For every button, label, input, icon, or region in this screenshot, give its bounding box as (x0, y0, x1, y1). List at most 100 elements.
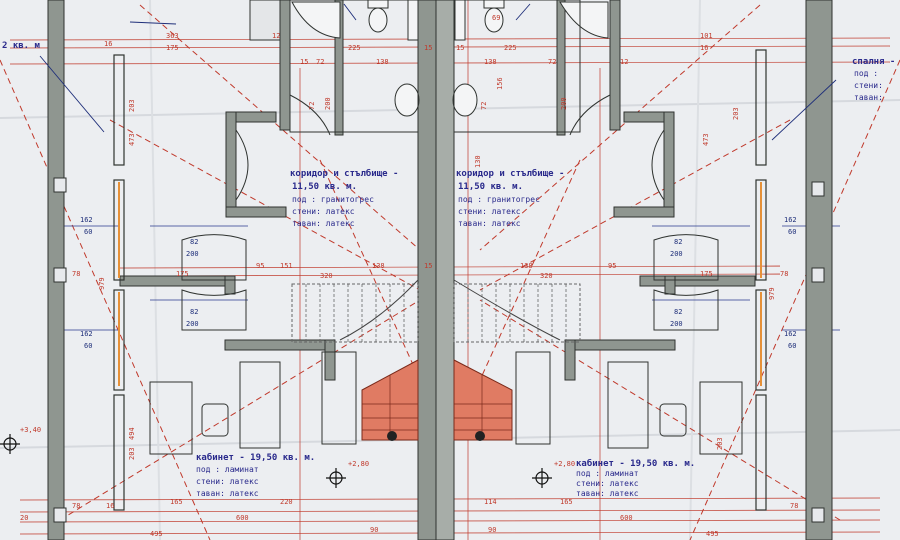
dim-label: 95 (256, 262, 264, 270)
dim-label: 600 (236, 514, 249, 522)
room-walls: стени: латекс (576, 479, 639, 488)
tap-right (454, 0, 466, 41)
dim-label: 138 (372, 262, 385, 270)
opening-width: 82 (674, 238, 682, 246)
dim-label: 78 (790, 502, 798, 510)
room-walls: стени: латекс (196, 477, 259, 486)
room-ceiling: таван: латекс (458, 219, 521, 228)
room-label-bedroom-right: спалня - под : стени: таван: (852, 57, 895, 102)
dim-label: 473 (128, 133, 136, 146)
room-title: спалня - (852, 57, 895, 67)
room-title: коридор и стълбище - (290, 168, 398, 179)
opening-dimension-labels: 82 200 82 200 82 200 82 200 162 60 162 6… (80, 216, 797, 350)
dim-label: 138 (484, 58, 497, 66)
dim-label: 165 (170, 498, 183, 506)
sink-right (452, 83, 478, 117)
dim-label: 203 (128, 99, 136, 112)
stair-post-left (387, 431, 397, 441)
room-floor: под : гранитогрес (458, 195, 540, 204)
dim-label: 90 (488, 526, 496, 534)
dim-label: 78 (72, 502, 80, 510)
dim-label: 156 (496, 77, 504, 90)
room-label-office-left: кабинет - 19,50 кв. м. под : ламинат сте… (196, 452, 315, 498)
dim-label: 15 (456, 44, 464, 52)
room-label-corridor-left: коридор и стълбище - 11,50 кв. м. под : … (290, 168, 398, 228)
room-walls: стени: (854, 81, 883, 90)
level-markers (0, 434, 552, 488)
room-label-office-right: кабинет - 19,50 кв. м. под : ламинат сте… (576, 458, 695, 498)
stair-post-right (475, 431, 485, 441)
dim-label: 130 (474, 155, 482, 168)
room-floor: под : (854, 69, 878, 78)
shower-right (559, 1, 609, 39)
dim-label: 20 (20, 514, 28, 522)
window-height: 60 (788, 342, 796, 350)
room-floor: под : гранитогрес (292, 195, 374, 204)
opening-width: 82 (190, 238, 198, 246)
dim-label: 78 (780, 270, 788, 278)
windows (113, 49, 767, 511)
dim-label: 12 (272, 32, 280, 40)
vertical-dimension-labels: 473 203 979 494 203 72 200 156 72 200 13… (98, 14, 776, 460)
dim-label: 72 (316, 58, 324, 66)
room-walls: стени: латекс (458, 207, 521, 216)
opening-height: 200 (186, 250, 199, 258)
staircase (291, 279, 581, 441)
dim-label: 495 (150, 530, 163, 538)
opening-width: 82 (190, 308, 198, 316)
dim-label: 151 (280, 262, 293, 270)
window-height: 60 (84, 342, 92, 350)
dim-label: 979 (98, 277, 106, 290)
bathroom-fixtures (291, 0, 609, 117)
dim-label: 979 (768, 287, 776, 300)
room-title: кабинет - 19,50 кв. м. (576, 458, 695, 469)
elevation-mid-right: +2,80 (554, 460, 575, 468)
bath-bounds (289, 0, 581, 133)
room-label-corridor-right: коридор и стълбище - 11,50 кв. м. под : … (456, 168, 564, 228)
wall-center-left (417, 0, 437, 540)
room-title: кабинет - 19,50 кв. м. (196, 452, 315, 463)
room-area: 11,50 кв. м. (458, 182, 523, 192)
dim-label: 16 (700, 44, 708, 52)
walls (47, 0, 833, 540)
dim-label: 15 (300, 58, 308, 66)
dim-label: 165 (560, 498, 573, 506)
room-floor: под : ламинат (576, 469, 639, 478)
dim-label: 175 (700, 270, 713, 278)
dim-label: 203 (716, 437, 724, 450)
dim-label: 175 (176, 270, 189, 278)
window-width: 162 (80, 330, 93, 338)
window-width: 162 (784, 216, 797, 224)
dimension-labels: 363 175 16 12 225 15 72 138 15 15 225 13… (20, 32, 798, 538)
dim-label: 15 (424, 44, 432, 52)
leader-lines (39, 3, 837, 141)
dim-label: 114 (484, 498, 497, 506)
wall-bath-left (279, 0, 291, 131)
paper-crease (689, 0, 701, 540)
room-floor: под : ламинат (196, 465, 259, 474)
opening-height: 200 (186, 320, 199, 328)
dim-label: 220 (280, 498, 293, 506)
wall-center-right (435, 0, 455, 540)
dim-label: 15 (424, 262, 432, 270)
doors (181, 94, 719, 331)
dim-label: 138 (520, 262, 533, 270)
tap-left (407, 0, 419, 41)
room-ceiling: таван: (854, 93, 883, 102)
toilet-left (368, 7, 388, 33)
sink-left (394, 83, 420, 117)
elevation-mid-left: +2,80 (348, 460, 369, 468)
dim-label: 72 (308, 102, 316, 110)
edge-room-label: 2 кв. м (2, 41, 41, 51)
paper-crease (149, 0, 161, 540)
dim-label: 16 (104, 40, 112, 48)
dim-label: 16 (106, 502, 114, 510)
dim-label: 363 (166, 32, 179, 40)
dim-label: 101 (700, 32, 713, 40)
dim-label: 225 (504, 44, 517, 52)
dim-label: 95 (608, 262, 616, 270)
diagonal-guides (0, 4, 900, 540)
window-height: 60 (84, 228, 92, 236)
dim-label: 320 (540, 272, 553, 280)
room-ceiling: таван: латекс (196, 489, 259, 498)
